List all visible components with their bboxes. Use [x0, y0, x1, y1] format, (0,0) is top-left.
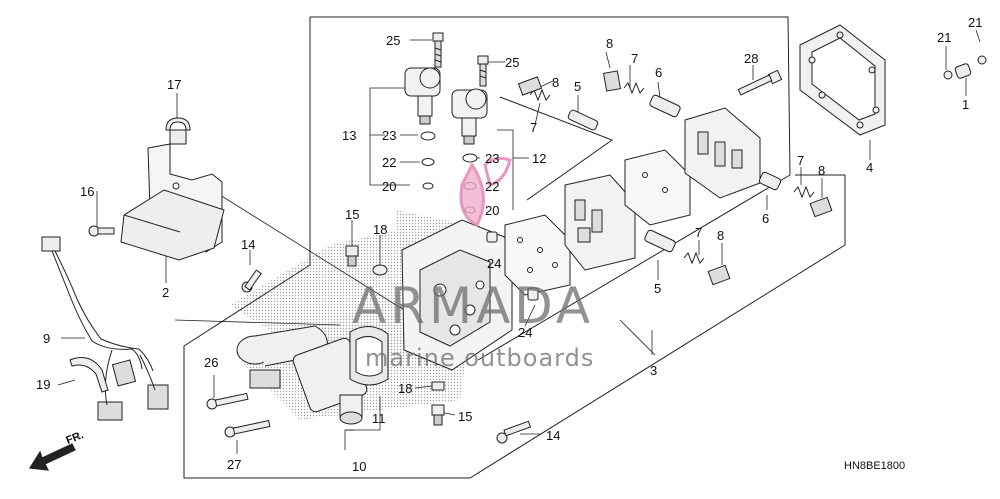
front-direction-arrow-icon: [28, 443, 76, 471]
callout-label: 15: [345, 207, 360, 222]
valve-body-icon: [564, 174, 636, 271]
callout-label: 20: [485, 203, 500, 218]
callout-label: 14: [546, 428, 561, 443]
plug-icon: [943, 55, 987, 80]
callout-label: 13: [342, 128, 357, 143]
spool-valve-icon: [567, 94, 782, 253]
callout-label: 8: [818, 163, 826, 178]
cover-icon: [120, 143, 225, 261]
callout-label: 7: [631, 51, 639, 66]
callout-label: 7: [797, 153, 805, 168]
callout-label: 27: [227, 457, 242, 472]
callout-label: 4: [866, 160, 874, 175]
callout-label: 19: [36, 377, 51, 392]
callout-label: 7: [530, 120, 538, 135]
callout-label: 8: [552, 75, 560, 90]
clamp-icon: [165, 117, 191, 145]
callout-label: 18: [398, 381, 413, 396]
callout-label: 7: [695, 225, 703, 240]
callout-label: 23: [382, 128, 397, 143]
bolt-icon: [432, 32, 444, 68]
strap-icon: [69, 357, 109, 393]
callout-label: 17: [167, 77, 182, 92]
callout-label: 14: [241, 237, 256, 252]
assembly-frame: [183, 16, 846, 479]
separator-plate-icon: [624, 149, 691, 226]
callout-label: 16: [80, 184, 95, 199]
watermark-tagline: marine outboards: [365, 344, 595, 372]
callout-label: 24: [518, 325, 533, 340]
callout-label: 26: [204, 355, 219, 370]
solenoid-valve-icon: [404, 67, 441, 125]
clip-icon: [517, 70, 833, 286]
callout-label: 6: [762, 211, 770, 226]
callout-label: 2: [162, 285, 170, 300]
watermark-logo-icon: [459, 156, 512, 228]
diagram-code: HN8BE1800: [844, 460, 906, 472]
callout-label: 6: [655, 65, 663, 80]
callout-label: 25: [505, 55, 520, 70]
bolt-icon: [206, 392, 271, 438]
callout-label: 10: [352, 459, 367, 474]
watermark-brand: ARMADA: [352, 277, 595, 335]
separator-plate-icon: [504, 214, 571, 296]
callout-label: 21: [968, 15, 983, 30]
valve-body-icon: [684, 107, 761, 199]
valve-body-icon: [401, 219, 513, 371]
callout-label: 24: [487, 256, 502, 271]
callout-label: 22: [382, 155, 397, 170]
callout-label: 21: [937, 30, 952, 45]
bolt-icon: [88, 225, 115, 237]
callout-label: 5: [654, 281, 662, 296]
bolt-icon: [737, 69, 783, 96]
gasket-cover-icon: [799, 24, 886, 136]
callout-label: 20: [382, 179, 397, 194]
callout-label: 11: [372, 411, 386, 426]
callout-label: 9: [43, 331, 51, 346]
callout-label: 22: [485, 179, 500, 194]
bolt-icon: [345, 245, 445, 426]
callout-label: 1: [962, 97, 970, 112]
callout-label: 28: [744, 51, 759, 66]
callout-label: 15: [458, 409, 473, 424]
gasket-icon: [349, 326, 389, 386]
callout-label: 18: [373, 222, 388, 237]
callout-label: 12: [532, 151, 547, 166]
callout-label: 5: [574, 79, 582, 94]
bolt-icon: [477, 55, 489, 87]
callout-label: 3: [650, 363, 658, 378]
pin-icon: [486, 231, 539, 301]
callout-label: 8: [606, 36, 614, 51]
linear-solenoid-icon: [236, 325, 368, 425]
bolt-icon: [496, 420, 532, 444]
bolt-icon: [241, 269, 262, 293]
wire-harness-icon: [41, 236, 169, 421]
callout-label: 8: [717, 228, 725, 243]
callout-label: 25: [386, 33, 401, 48]
solenoid-valve-icon: [451, 88, 488, 145]
callout-label: 23: [485, 151, 500, 166]
